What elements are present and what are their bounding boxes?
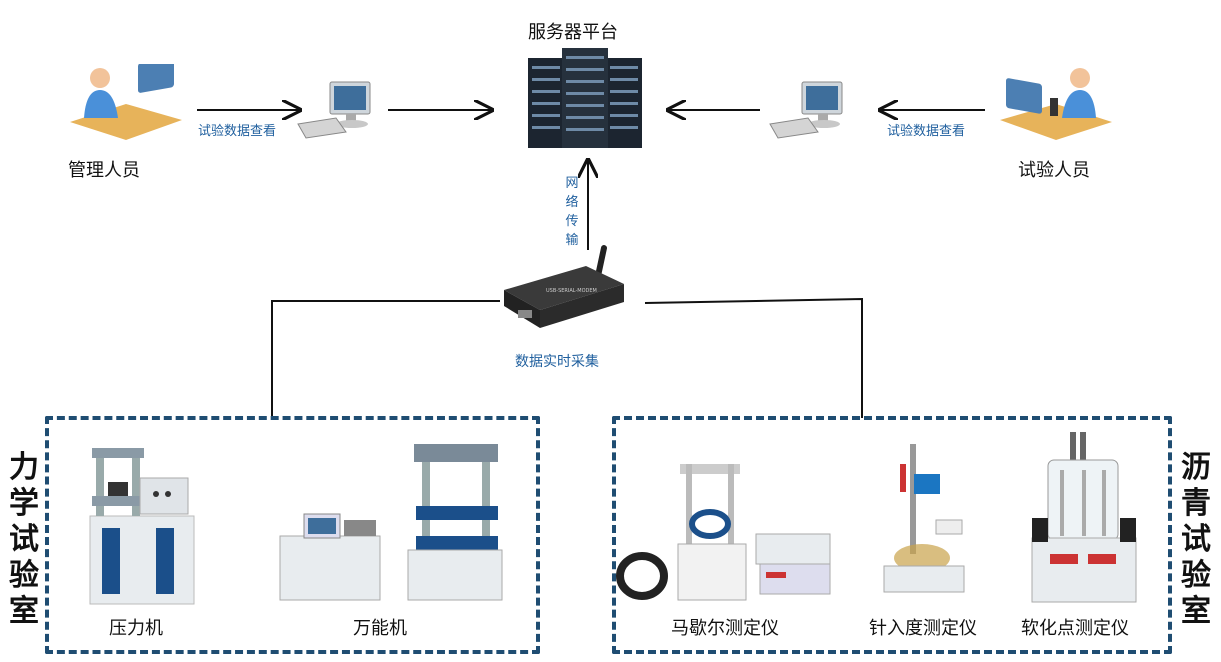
tester-view-link: 试验数据查看 [887,124,966,139]
admin-label: 管理人员 [68,160,140,181]
admin-view-link: 试验数据查看 [198,124,277,139]
universal-machine-label: 万能机 [353,618,407,639]
compression-machine-icon [89,448,195,605]
network-transfer-label: 网络传输 [565,176,579,248]
server-rack-icon [528,48,642,148]
softening-point-tester-icon [1031,432,1137,603]
marshall-tester-icon [616,464,831,601]
penetrometer-icon [883,444,965,593]
computer-left-icon [297,81,371,139]
asphalt-lab-group [612,416,1172,654]
softening-point-tester-label: 软化点测定仪 [1021,618,1129,639]
data-collector-icon: USB-SERIAL-MODEM [504,245,624,328]
data-collection-label: 数据实时采集 [515,354,599,370]
wire-to-mechanics [271,300,500,418]
mechanics-lab-title: 力学试验室 [9,450,39,629]
asphalt-lab-title: 沥青试验室 [1181,450,1211,629]
tester-label: 试验人员 [1018,160,1090,181]
admin-person-icon [70,64,182,140]
svg-text:USB-SERIAL-MODEM: USB-SERIAL-MODEM [546,288,597,294]
mechanics-lab-group [45,416,540,654]
universal-machine-icon [279,444,503,601]
marshall-tester-label: 马歇尔测定仪 [671,618,779,639]
computer-right-icon [769,81,843,139]
tester-person-icon [1000,68,1112,140]
wire-to-asphalt [644,297,863,418]
penetrometer-label: 针入度测定仪 [869,618,977,639]
compression-machine-label: 压力机 [109,618,163,639]
server-platform-title: 服务器平台 [528,22,618,43]
